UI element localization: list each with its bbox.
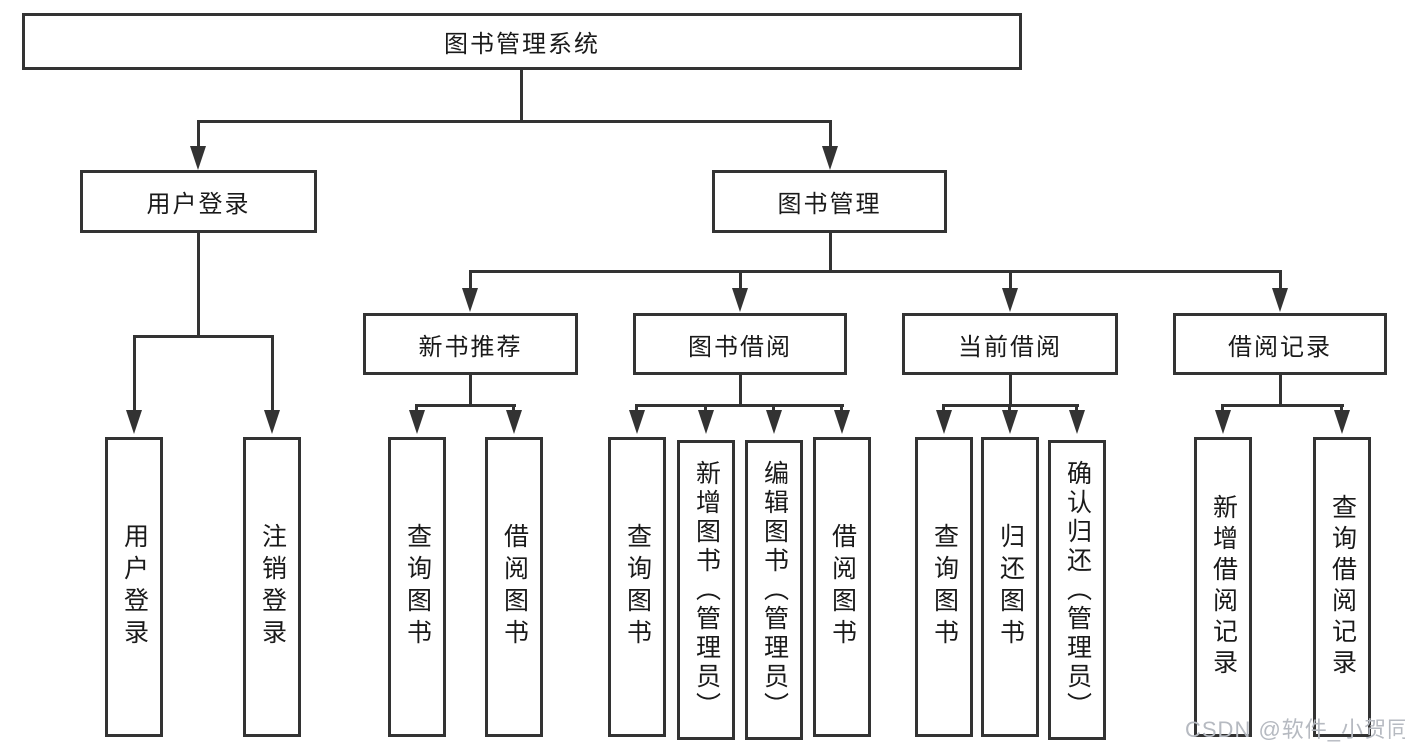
arrowhead-down <box>1002 288 1018 312</box>
leaf-current-return-books: 归还图书 <box>981 437 1039 737</box>
arrowhead-down <box>766 410 782 434</box>
connector-vline <box>1009 270 1012 290</box>
leaf-label: 归还图书 <box>996 523 1025 651</box>
connector-vline <box>1221 404 1224 412</box>
connector-vline <box>1279 270 1282 290</box>
connector-vline <box>829 120 832 148</box>
connector-vline <box>520 70 523 122</box>
leaf-recommend-borrow-books: 借阅图书 <box>485 437 543 737</box>
connector-vline <box>512 404 515 412</box>
arrowhead-down <box>264 410 280 434</box>
leaf-logout: 注销登录 <box>243 437 301 737</box>
csdn-watermark: CSDN @软件_小贺同学 <box>1185 717 1405 742</box>
arrowhead-down <box>822 146 838 170</box>
node-book-borrowing: 图书借阅 <box>633 313 847 375</box>
connector-vline <box>1008 404 1011 412</box>
arrowhead-down <box>629 410 645 434</box>
leaf-borrow-add-books-admin: 新增图书（管理员） <box>677 440 735 740</box>
connector-hline <box>1222 404 1344 407</box>
connector-vline <box>739 375 742 406</box>
leaf-label: 编辑图书（管理员） <box>760 459 789 721</box>
leaf-label: 查询借阅记录 <box>1328 494 1357 680</box>
arrowhead-down <box>936 410 952 434</box>
arrowhead-down <box>506 410 522 434</box>
connector-vline <box>942 404 945 412</box>
connector-hline <box>197 120 832 123</box>
leaf-borrow-borrow-books: 借阅图书 <box>813 437 871 737</box>
connector-vline <box>133 335 136 412</box>
arrowhead-down <box>1334 410 1350 434</box>
leaf-records-add-borrow-record: 新增借阅记录 <box>1194 437 1252 737</box>
connector-vline <box>704 404 707 412</box>
arrowhead-down <box>462 288 478 312</box>
leaf-label: 注销登录 <box>258 523 287 651</box>
leaf-current-query-books: 查询图书 <box>915 437 973 737</box>
connector-vline <box>197 233 200 337</box>
connector-hline <box>133 335 274 338</box>
arrowhead-down <box>1215 410 1231 434</box>
leaf-label: 新增图书（管理员） <box>692 459 721 721</box>
connector-vline <box>1279 375 1282 406</box>
arrowhead-down <box>190 146 206 170</box>
leaf-label: 查询图书 <box>403 523 432 651</box>
leaf-label: 查询图书 <box>930 523 959 651</box>
leaf-label: 借阅图书 <box>828 523 857 651</box>
leaf-user-login: 用户登录 <box>105 437 163 737</box>
node-user-login: 用户登录 <box>80 170 317 233</box>
leaf-label: 新增借阅记录 <box>1209 494 1238 680</box>
arrowhead-down <box>1272 288 1288 312</box>
connector-vline <box>829 233 832 272</box>
connector-hline <box>943 404 1079 407</box>
leaf-label: 查询图书 <box>623 523 652 651</box>
leaf-recommend-query-books: 查询图书 <box>388 437 446 737</box>
leaf-current-confirm-return-admin: 确认归还（管理员） <box>1048 440 1106 740</box>
node-book-management: 图书管理 <box>712 170 947 233</box>
arrowhead-down <box>409 410 425 434</box>
connector-vline <box>1075 404 1078 412</box>
connector-vline <box>840 404 843 412</box>
arrowhead-down <box>732 288 748 312</box>
leaf-borrow-query-books: 查询图书 <box>608 437 666 737</box>
node-borrowing-records: 借阅记录 <box>1173 313 1387 375</box>
connector-vline <box>1340 404 1343 412</box>
connector-vline <box>469 270 472 290</box>
arrowhead-down <box>834 410 850 434</box>
connector-vline <box>635 404 638 412</box>
leaf-borrow-edit-books-admin: 编辑图书（管理员） <box>745 440 803 740</box>
node-new-book-recommendation: 新书推荐 <box>363 313 578 375</box>
arrowhead-down <box>698 410 714 434</box>
arrowhead-down <box>1069 410 1085 434</box>
connector-vline <box>197 120 200 148</box>
connector-hline <box>636 404 844 407</box>
connector-vline <box>1009 375 1012 406</box>
arrowhead-down <box>1002 410 1018 434</box>
arrowhead-down <box>126 410 142 434</box>
node-library-management-system: 图书管理系统 <box>22 13 1022 70</box>
connector-vline <box>772 404 775 412</box>
connector-vline <box>469 375 472 406</box>
connector-vline <box>271 335 274 412</box>
connector-vline <box>739 270 742 290</box>
leaf-label: 借阅图书 <box>500 523 529 651</box>
connector-vline <box>415 404 418 412</box>
node-current-borrowing: 当前借阅 <box>902 313 1118 375</box>
connector-hline <box>469 270 1282 273</box>
leaf-label: 用户登录 <box>120 523 149 651</box>
leaf-label: 确认归还（管理员） <box>1063 459 1092 721</box>
connector-hline <box>416 404 516 407</box>
leaf-records-query-borrow-record: 查询借阅记录 <box>1313 437 1371 737</box>
